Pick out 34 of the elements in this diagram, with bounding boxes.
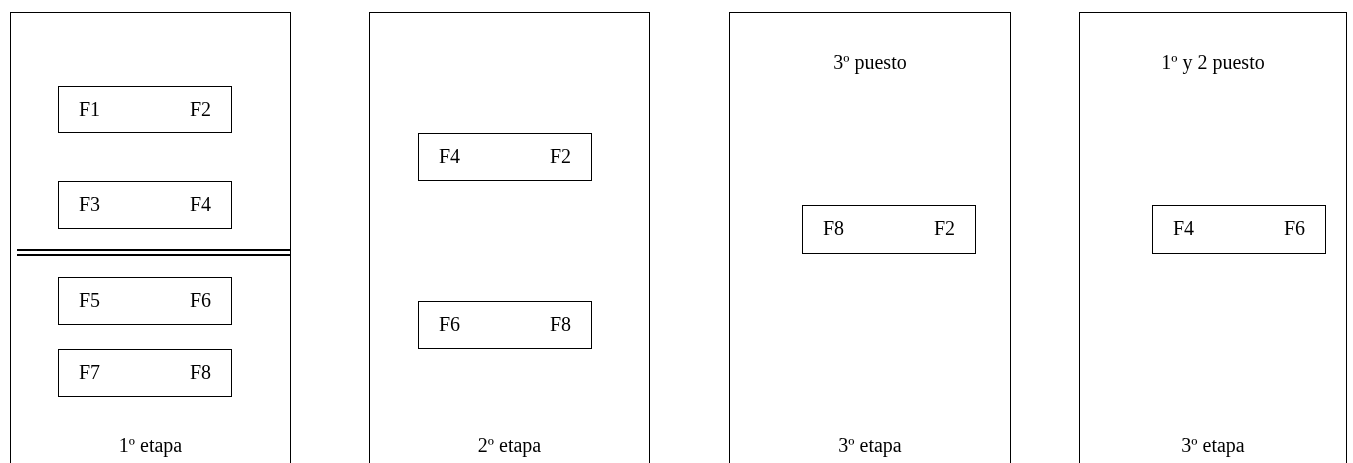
match-box <box>58 349 232 397</box>
stage-panel <box>729 12 1011 463</box>
team-label: F1 <box>79 98 101 120</box>
team-label: F4 <box>189 193 211 215</box>
team-label: F7 <box>79 361 101 383</box>
stage-panel <box>10 12 291 463</box>
team-label: F2 <box>549 145 571 167</box>
stage-label: 3º etapa <box>1181 434 1245 456</box>
place-label: 1º y 2 puesto <box>1161 51 1265 73</box>
team-label: F6 <box>439 313 461 335</box>
team-label: F5 <box>79 289 101 311</box>
team-label: F2 <box>189 98 211 120</box>
team-label: F4 <box>1173 217 1195 239</box>
team-label: F2 <box>933 217 955 239</box>
match-box <box>58 86 232 133</box>
stage-panel <box>1079 12 1347 463</box>
team-label: F8 <box>189 361 211 383</box>
match-box <box>418 133 592 181</box>
team-label: F6 <box>1283 217 1305 239</box>
match-box <box>58 181 232 229</box>
team-label: F8 <box>549 313 571 335</box>
stage-label: 1º etapa <box>118 434 183 456</box>
stage-panel <box>369 12 650 463</box>
team-label: F8 <box>823 217 845 239</box>
match-box <box>418 301 592 349</box>
place-label: 3º puesto <box>833 51 907 73</box>
match-box <box>58 277 232 325</box>
match-box <box>1152 205 1326 254</box>
match-box <box>802 205 976 254</box>
team-label: F6 <box>189 289 211 311</box>
stage-label: 2º etapa <box>477 434 542 456</box>
stage-label: 3º etapa <box>838 434 902 456</box>
team-label: F4 <box>439 145 461 167</box>
team-label: F3 <box>79 193 101 215</box>
